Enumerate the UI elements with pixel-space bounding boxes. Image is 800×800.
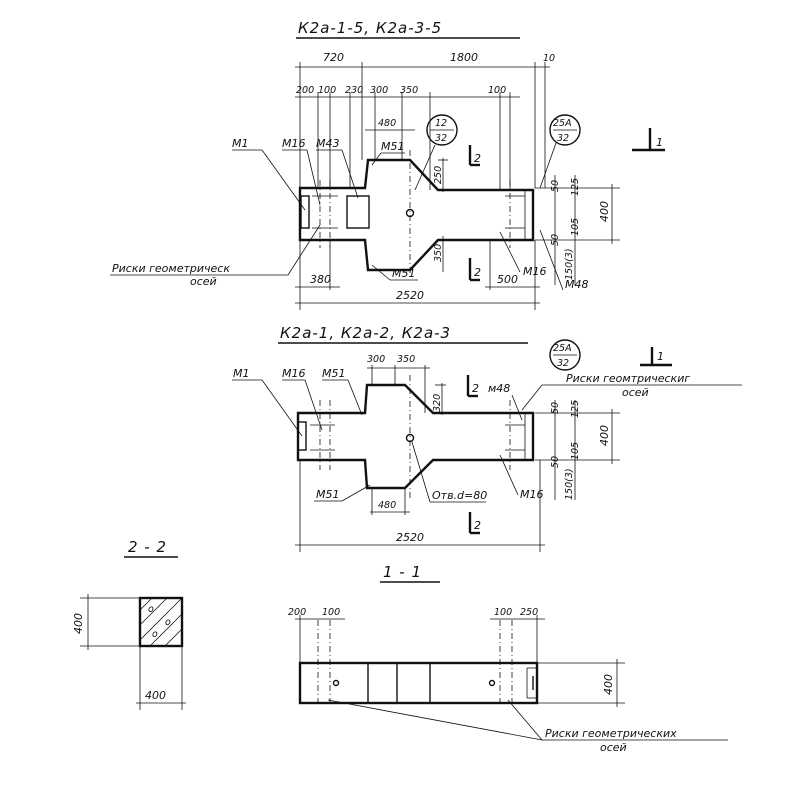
- top-badge-2-bot: 32: [557, 133, 569, 144]
- mid-dim-400: 400: [598, 425, 611, 446]
- top-label-m48: М48: [565, 278, 589, 291]
- top-view-outline: [298, 158, 535, 272]
- top-dim-230: 230: [345, 85, 363, 96]
- mid-dim-480: 480: [378, 500, 396, 511]
- top-dim-100a: 100: [318, 85, 336, 96]
- s11-dim-100a: 100: [322, 607, 340, 618]
- top-dim-350: 350: [400, 85, 418, 96]
- top-section-2-bot: 2: [474, 266, 481, 279]
- mid-dim-320: 320: [432, 394, 443, 412]
- title-top: К2а-1-5, К2а-3-5: [298, 19, 442, 37]
- top-badge-1: [426, 114, 458, 146]
- s11-dim-200: 200: [288, 607, 306, 618]
- middle-view-outline: [296, 383, 535, 490]
- mid-section-1: 1: [657, 350, 664, 363]
- s11-axis-label-1: Риски геометрических: [545, 727, 677, 740]
- top-label-m16: М16: [282, 137, 306, 150]
- top-dim-480: 480: [378, 118, 396, 129]
- mid-label-m51-bot: М51: [316, 488, 340, 501]
- top-dim-2520: 2520: [396, 289, 424, 302]
- top-axis-label-2: осей: [190, 275, 217, 288]
- mid-dim-300: 300: [367, 354, 385, 365]
- top-dim-200: 200: [296, 85, 314, 96]
- svg-text:o: o: [148, 604, 154, 615]
- top-view: 720 1800 10 200 100 230 300 350 100 480 …: [110, 51, 665, 310]
- mid-badge-top: 25А: [553, 343, 572, 354]
- s22-dim-400h: 400: [145, 689, 166, 702]
- mid-section-2-top: 2: [472, 382, 479, 395]
- top-dim-10: 10: [543, 53, 555, 64]
- top-label-m51-top: М51: [381, 140, 405, 153]
- top-badge-1-top: 12: [435, 118, 447, 129]
- mid-section-2-bot: 2: [474, 519, 481, 532]
- top-dim-400: 400: [598, 201, 611, 222]
- top-dim-50b: 50: [550, 234, 561, 246]
- mid-label-m16: М16: [282, 367, 306, 380]
- top-block-m43: [346, 195, 370, 229]
- mid-dim-2520: 2520: [396, 531, 424, 544]
- section-22-view: o o o 400 400: [72, 594, 186, 710]
- mid-label-m16-right: М16: [520, 488, 544, 501]
- top-badge-2-top: 25А: [553, 118, 572, 129]
- top-section-2-top: 2: [474, 152, 481, 165]
- mid-label-m1: М1: [233, 367, 250, 380]
- top-dim-105: 105: [570, 218, 581, 236]
- mid-label-m48: м48: [488, 382, 510, 395]
- s11-dim-250: 250: [520, 607, 538, 618]
- mid-label-m51-top: М51: [322, 367, 346, 380]
- s22-dim-400v: 400: [72, 613, 85, 634]
- mid-label-hole: Отв.d=80: [432, 489, 487, 502]
- top-dim-380: 380: [310, 273, 331, 286]
- top-dim-100b: 100: [488, 85, 506, 96]
- mid-dim-150: 150(3): [564, 468, 575, 500]
- section-22-square: [138, 596, 184, 648]
- mid-axis-label-2: осей: [622, 386, 649, 399]
- top-dim-500: 500: [497, 273, 518, 286]
- s11-dim-400: 400: [602, 674, 615, 695]
- top-label-m43: М43: [316, 137, 340, 150]
- middle-end-plate: [297, 421, 307, 451]
- middle-view: 300 350 320 480 2520 400 125 105 50 50 1…: [232, 339, 742, 552]
- mid-badge: [549, 339, 581, 371]
- top-badge-1-bot: 32: [435, 133, 447, 144]
- top-end-plate: [300, 195, 310, 229]
- top-dim-350v: 350: [433, 244, 444, 262]
- top-dim-250: 250: [433, 166, 444, 184]
- top-dim-1800: 1800: [450, 51, 478, 64]
- mid-dim-50b: 50: [550, 456, 561, 468]
- mid-dim-50: 50: [550, 402, 561, 414]
- svg-text:o: o: [165, 617, 171, 628]
- top-label-m16-right: М16: [523, 265, 547, 278]
- top-dim-720: 720: [323, 51, 344, 64]
- title-section-22: 2 - 2: [128, 538, 167, 556]
- mid-dim-350: 350: [397, 354, 415, 365]
- mid-axis-label-1: Риски геомтрическиг: [566, 372, 690, 385]
- top-section-1: 1: [656, 136, 663, 149]
- s11-dim-100b: 100: [494, 607, 512, 618]
- mid-dim-125: 125: [570, 400, 581, 418]
- top-axis-label-1: Риски геометрическ: [112, 262, 230, 275]
- svg-text:o: o: [152, 629, 158, 640]
- mid-badge-bot: 32: [557, 358, 569, 369]
- title-section-11: 1 - 1: [383, 563, 422, 581]
- top-dim-125: 125: [570, 178, 581, 196]
- title-middle: К2а-1, К2а-2, К2а-3: [280, 324, 451, 342]
- top-dim-50: 50: [550, 180, 561, 192]
- top-dim-300: 300: [370, 85, 388, 96]
- top-badge-2: [549, 114, 581, 146]
- section-11-view: 200 100 100 250 400 Риски геометрических…: [288, 607, 728, 754]
- section-11-beam: [298, 661, 539, 705]
- mid-dim-105: 105: [570, 442, 581, 460]
- top-label-m1: М1: [232, 137, 249, 150]
- s11-axis-label-2: осей: [600, 741, 627, 754]
- top-label-m51-bot: М51: [392, 267, 416, 280]
- top-dim-150: 150(3): [564, 248, 575, 280]
